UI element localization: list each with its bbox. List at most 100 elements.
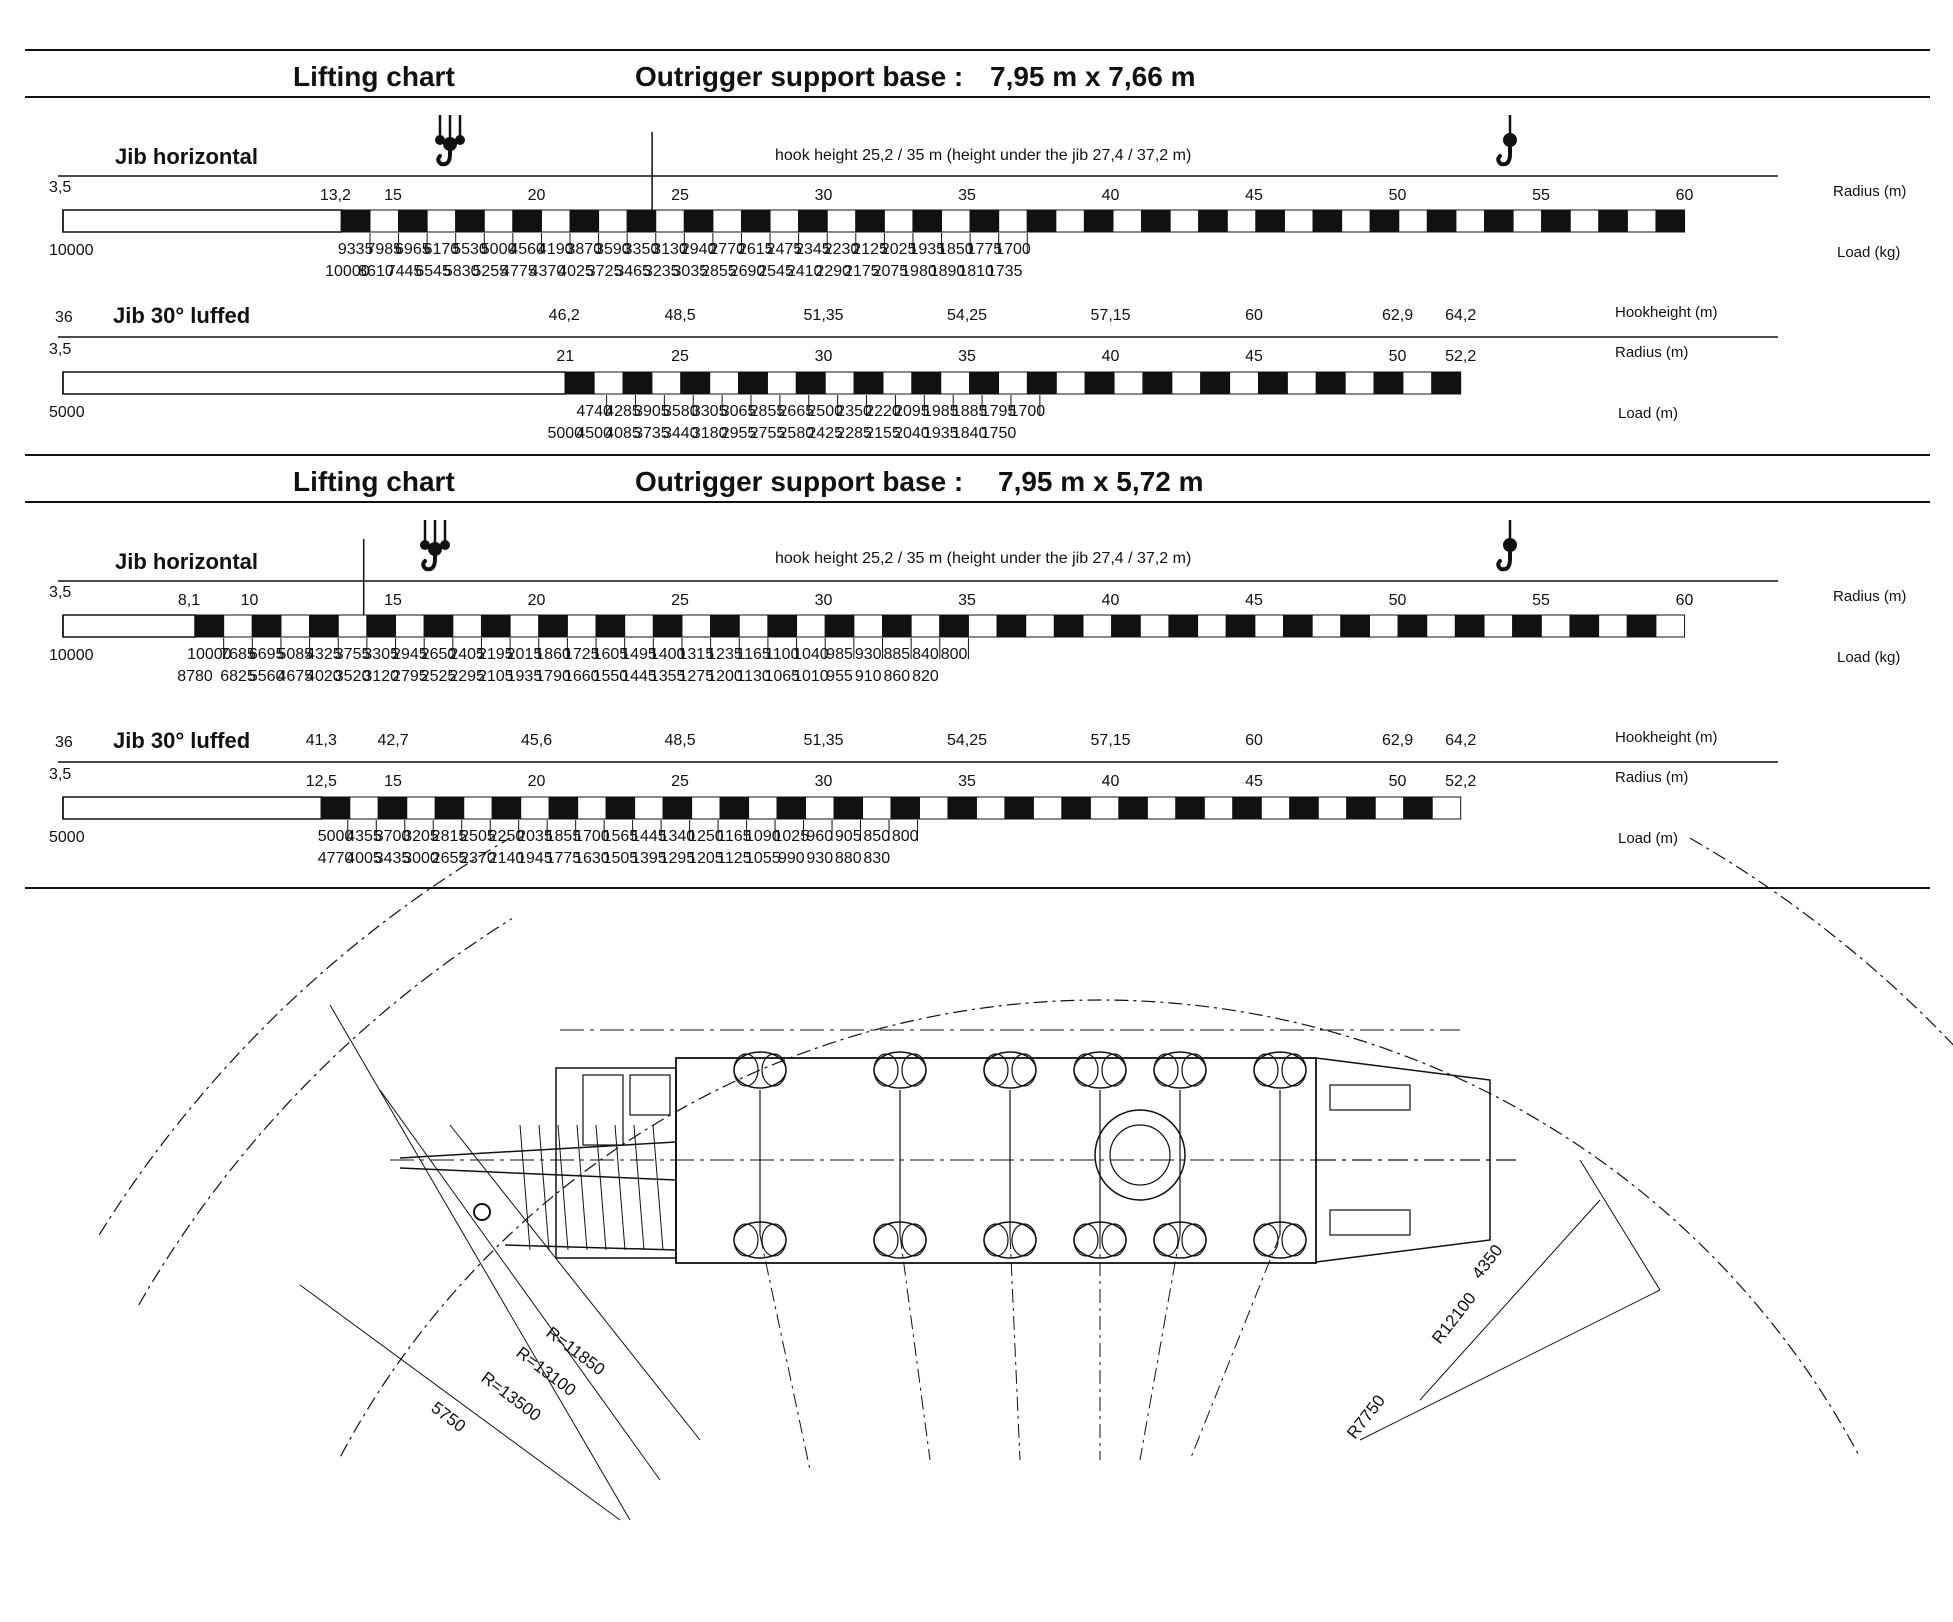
bar-cell [512, 209, 542, 233]
load-value-top: 1860 [535, 646, 571, 663]
bar-cell [1118, 796, 1148, 820]
bar-cell [1289, 796, 1319, 820]
radius-tick-label: 52,2 [1445, 348, 1476, 365]
radius-tick-label: 30 [815, 773, 833, 790]
bar-cell [593, 371, 624, 395]
load-value-top: 2665 [779, 403, 815, 420]
load-value-bottom: 10000 [325, 263, 370, 280]
single-hook-icon [1496, 115, 1517, 167]
bar-cell [1089, 796, 1120, 820]
load-value-top: 1025 [774, 828, 810, 845]
bar-cell [1061, 796, 1091, 820]
bar-cell [719, 796, 750, 820]
load-value-top: 5000 [318, 828, 354, 845]
bar-cell [1374, 796, 1405, 820]
slewing-ring-inner [1109, 1124, 1171, 1186]
wheel-set-icon [873, 1221, 927, 1259]
bar-cell [1341, 209, 1371, 233]
load-value-top: 1315 [679, 646, 715, 663]
load-value-top: 3305 [692, 403, 728, 420]
dimension-label: 4350 [1468, 1241, 1506, 1283]
load-value-bottom: 4025 [558, 263, 594, 280]
bar-empty-segment [62, 796, 323, 820]
bar-cell [452, 614, 482, 638]
load-value-bottom: 2290 [815, 263, 851, 280]
radius-tick-label: 21 [556, 348, 574, 365]
load-value-bottom: 4675 [277, 668, 313, 685]
bar-cell [538, 614, 568, 638]
load-value-top: 1165 [736, 646, 771, 663]
load-value-top: 3870 [567, 241, 603, 258]
bar-cell [998, 209, 1028, 233]
bar-cell [1197, 614, 1227, 638]
load-value-top: 1775 [967, 241, 1003, 258]
jib-horizontal-label: Jib horizontal [115, 144, 258, 169]
radius-tick-label: 55 [1532, 592, 1550, 609]
bar-cell [767, 614, 798, 638]
start-load-label: 5000 [49, 829, 85, 846]
radius-tick-label: 35 [958, 592, 976, 609]
bar-cell [1203, 796, 1234, 820]
bar-cell [766, 371, 797, 395]
dimension-label: 5750 [428, 1398, 470, 1436]
load-value-top: 2345 [795, 241, 831, 258]
outrigger-base-label: Outrigger support base : [635, 466, 963, 497]
load-value-bottom: 2545 [758, 263, 794, 280]
radius-tick-label: 45 [1245, 348, 1263, 365]
load-value-top: 4355 [346, 828, 382, 845]
bar-cell [824, 371, 855, 395]
radius-tick-label: 15 [384, 592, 402, 609]
bar-cell [1171, 371, 1202, 395]
outrigger-base-label: Outrigger support base : [635, 61, 963, 92]
bar-cell [1169, 209, 1200, 233]
load-value-top: 2650 [421, 646, 457, 663]
bar-cell [369, 209, 400, 233]
load-value-bottom: 2690 [730, 263, 766, 280]
load-value-top: 1100 [765, 646, 800, 663]
bar-cell [940, 371, 971, 395]
bar-cell [1053, 614, 1084, 638]
bar-cell [1312, 209, 1343, 233]
bar-cell [1112, 209, 1143, 233]
radius-tick-label: 25 [671, 187, 689, 204]
bar-cell [967, 614, 998, 638]
bar-cell [194, 614, 225, 638]
radius-tick-label: 45 [1245, 592, 1263, 609]
load-value-top: 2855 [750, 403, 786, 420]
load-value-top: 7985 [366, 241, 402, 258]
load-value-bottom: 2140 [489, 850, 525, 867]
load-value-bottom: 2105 [478, 668, 514, 685]
load-value-top: 3205 [403, 828, 439, 845]
load-value-bottom: 4500 [576, 425, 612, 442]
load-value-top: 1700 [1010, 403, 1046, 420]
bar-cell [1257, 371, 1288, 395]
load-value-bottom: 3465 [615, 263, 651, 280]
load-value-bottom: 4005 [346, 850, 382, 867]
radius-tick-label: 30 [815, 348, 833, 365]
inner-swing-arc [340, 999, 1860, 1457]
load-value-bottom: 4020 [306, 668, 342, 685]
bar-cell [1454, 614, 1485, 638]
load-value-top: 850 [863, 828, 890, 845]
bar-cell [634, 796, 664, 820]
radius-tick-label: 30 [815, 592, 833, 609]
load-value-bottom: 2425 [807, 425, 843, 442]
bar-cell [655, 209, 685, 233]
load-unit-label: Load (m) [1618, 405, 1678, 422]
radius-tick-label: 40 [1102, 187, 1120, 204]
load-value-top: 1700 [995, 241, 1031, 258]
bar-cell [1598, 209, 1628, 233]
bar-cell [1397, 614, 1428, 638]
load-value-top: 1340 [660, 828, 696, 845]
bar-cell [309, 614, 339, 638]
radius-tick-label: 13,2 [320, 187, 351, 204]
outer-swing-arc [1689, 837, 1953, 1046]
bar-cell [1141, 209, 1171, 233]
load-value-bottom: 1125 [717, 850, 752, 867]
load-value-top: 3580 [663, 403, 699, 420]
load-value-top: 5530 [452, 241, 488, 258]
bar-cell [569, 209, 600, 233]
radius-tick-label: 35 [958, 187, 976, 204]
bar-cell [1283, 209, 1314, 233]
bar-cell [491, 796, 522, 820]
